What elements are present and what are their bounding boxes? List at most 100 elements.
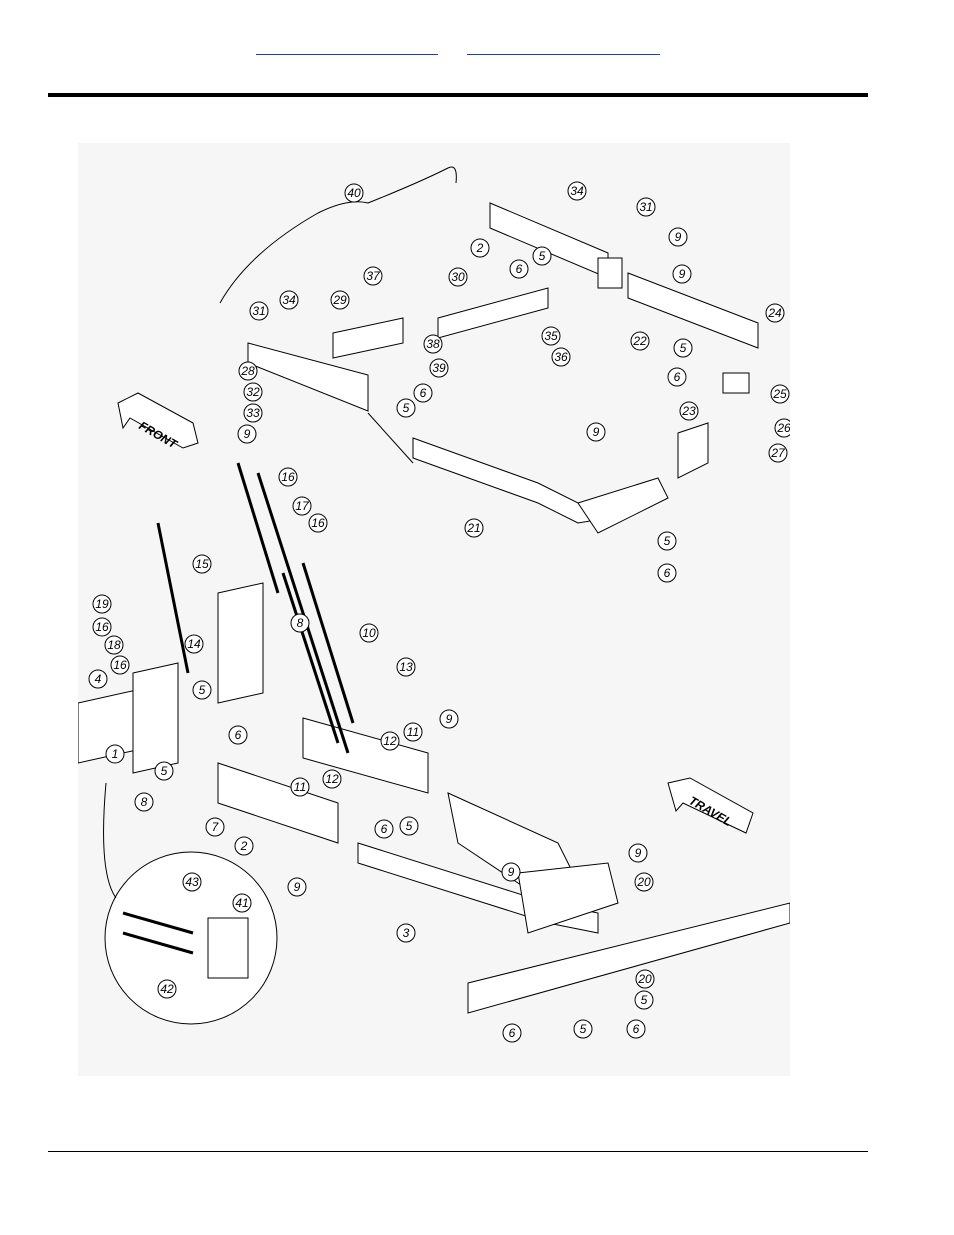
svg-text:43: 43: [185, 875, 199, 889]
callout-33: 33: [243, 403, 263, 423]
svg-text:31: 31: [639, 200, 652, 214]
svg-text:11: 11: [407, 725, 419, 739]
svg-text:16: 16: [281, 470, 295, 484]
callout-5f: 5: [154, 761, 174, 781]
svg-text:38: 38: [426, 337, 440, 351]
svg-text:27: 27: [770, 446, 786, 460]
callout-6h: 6: [626, 1019, 646, 1039]
svg-text:5: 5: [403, 401, 410, 415]
svg-text:2: 2: [476, 241, 484, 255]
lower-assembly: [78, 462, 790, 1014]
callout-31: 31: [636, 197, 656, 217]
svg-text:3: 3: [403, 926, 410, 940]
svg-text:42: 42: [160, 982, 174, 996]
svg-text:8: 8: [141, 795, 148, 809]
callout-1: 1: [105, 744, 125, 764]
callout-16b: 16: [308, 513, 328, 533]
svg-text:33: 33: [246, 406, 260, 420]
svg-text:5: 5: [199, 683, 206, 697]
callout-12b: 12: [322, 769, 342, 789]
callout-34: 34: [567, 181, 587, 201]
callout-7: 7: [205, 817, 225, 837]
callout-3: 3: [396, 923, 416, 943]
callout-6e: 6: [228, 725, 248, 745]
svg-text:4: 4: [95, 672, 102, 686]
svg-text:9: 9: [675, 230, 682, 244]
callout-26: 26: [774, 418, 790, 438]
header-link-1[interactable]: [256, 40, 438, 55]
svg-text:10: 10: [362, 626, 376, 640]
svg-text:15: 15: [195, 557, 209, 571]
callout-11a: 11: [403, 722, 423, 742]
svg-text:9: 9: [508, 865, 515, 879]
callout-36: 36: [551, 347, 571, 367]
svg-text:18: 18: [107, 638, 121, 652]
callout-13: 13: [396, 657, 416, 677]
svg-text:6: 6: [516, 262, 523, 276]
callout-5d: 5: [657, 531, 677, 551]
callout-20a: 20: [634, 872, 654, 892]
svg-text:14: 14: [187, 637, 201, 651]
callout-16a: 16: [278, 467, 298, 487]
svg-text:17: 17: [295, 499, 310, 513]
travel-arrow: TRAVEL: [667, 777, 754, 834]
parts-diagram: FRONT TRAVEL: [78, 143, 790, 1076]
svg-text:6: 6: [235, 728, 242, 742]
svg-text:1: 1: [112, 747, 119, 761]
svg-text:24: 24: [767, 306, 782, 320]
svg-text:5: 5: [580, 1022, 587, 1036]
svg-text:25: 25: [772, 387, 787, 401]
callout-34b: 34: [279, 290, 299, 310]
callout-6f: 6: [374, 819, 394, 839]
exploded-view-drawing: FRONT TRAVEL: [78, 166, 790, 1043]
callout-8b: 8: [134, 792, 154, 812]
svg-text:5: 5: [539, 249, 546, 263]
callout-19: 19: [92, 594, 112, 614]
svg-text:5: 5: [641, 993, 648, 1007]
callout-9g: 9: [628, 843, 648, 863]
svg-text:9: 9: [593, 425, 600, 439]
front-arrow: FRONT: [117, 392, 199, 452]
callout-42: 42: [157, 979, 177, 999]
callout-35: 35: [541, 326, 561, 346]
svg-text:31: 31: [252, 304, 265, 318]
svg-text:12: 12: [383, 734, 397, 748]
svg-text:11: 11: [294, 780, 306, 794]
callout-27: 27: [768, 443, 788, 463]
svg-text:29: 29: [332, 293, 347, 307]
callout-5h: 5: [634, 990, 654, 1010]
callout-2a: 2: [470, 238, 490, 258]
upper-frame: [247, 202, 759, 534]
callout-11b: 11: [290, 777, 310, 797]
callout-9d: 9: [586, 422, 606, 442]
svg-text:21: 21: [466, 521, 480, 535]
svg-text:5: 5: [161, 764, 168, 778]
callout-6a: 6: [509, 259, 529, 279]
callout-4: 4: [88, 669, 108, 689]
callout-9c: 9: [237, 424, 257, 444]
header-link-2[interactable]: [467, 40, 660, 55]
callout-25: 25: [770, 384, 790, 404]
callout-14: 14: [184, 634, 204, 654]
callout-5g: 5: [399, 816, 419, 836]
callout-30: 30: [448, 267, 468, 287]
svg-text:39: 39: [432, 361, 446, 375]
callout-23: 23: [679, 401, 699, 421]
callout-16c: 16: [92, 617, 112, 637]
svg-text:5: 5: [664, 534, 671, 548]
svg-text:34: 34: [570, 184, 584, 198]
callout-41: 41: [232, 893, 252, 913]
callout-37: 37: [363, 266, 383, 286]
callout-9f: 9: [287, 877, 307, 897]
svg-text:36: 36: [554, 350, 568, 364]
callout-15: 15: [192, 554, 212, 574]
callout-8a: 8: [290, 613, 310, 633]
svg-text:20: 20: [636, 875, 651, 889]
svg-text:16: 16: [113, 658, 127, 672]
callout-5b: 5: [673, 338, 693, 358]
svg-text:16: 16: [95, 620, 109, 634]
svg-text:8: 8: [297, 616, 304, 630]
svg-text:9: 9: [244, 427, 251, 441]
svg-text:30: 30: [451, 270, 465, 284]
callout-2b: 2: [234, 836, 254, 856]
